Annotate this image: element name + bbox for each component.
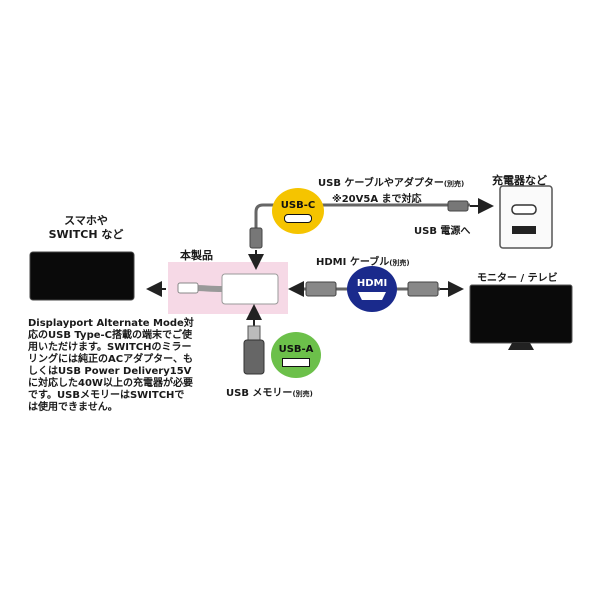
- phone-screen: [29, 251, 135, 301]
- hdmi-cable-label: HDMI ケーブル(別売): [316, 253, 410, 268]
- charger-body: [499, 185, 553, 249]
- hdmi-badge: HDMI: [347, 266, 397, 312]
- hdmi-badge-label: HDMI: [356, 278, 388, 289]
- usb-c-plug-charger: [447, 200, 469, 212]
- usb-memory-note: (別売): [292, 390, 313, 398]
- usb-c-badge-label: USB-C: [280, 199, 316, 211]
- usb-memory-label: USB メモリー(別売): [226, 384, 313, 399]
- hdmi-plug-left: [305, 281, 337, 297]
- usb-memory-plug: [247, 325, 261, 341]
- hdmi-port-icon: [358, 292, 386, 300]
- compatibility-note: Displayport Alternate Mode対応のUSB Type-C搭…: [28, 318, 194, 413]
- product-usb-c-plug: [177, 282, 199, 294]
- usb-a-badge: USB-A: [271, 332, 321, 378]
- source-device-label: スマホや SWITCH など: [36, 214, 136, 242]
- usb-c-port-icon: [284, 213, 312, 223]
- charger-label: 充電器など: [492, 174, 547, 187]
- usb-memory-text: USB メモリー: [226, 388, 293, 399]
- product-body: [221, 273, 279, 305]
- usb-c-cable-label: USB ケーブルやアダプター(別売): [318, 174, 464, 189]
- product-label: 本製品: [180, 249, 213, 262]
- product-cable: [195, 285, 223, 292]
- usb-c-cable: [254, 203, 470, 232]
- usb-memory-body: [243, 339, 265, 375]
- monitor-label: モニター / テレビ: [477, 273, 558, 284]
- source-device-label-line1: スマホや: [64, 214, 108, 227]
- usb-c-cable-text: USB ケーブルやアダプター: [318, 178, 444, 189]
- source-device-label-line2: SWITCH など: [48, 228, 124, 241]
- usb-a-badge-label: USB-A: [278, 343, 314, 355]
- usb-c-spec: ※20V5A まで対応: [332, 194, 422, 205]
- charger-usb-a-port: [512, 226, 536, 234]
- usb-a-port-icon: [282, 357, 310, 367]
- usb-c-badge: USB-C: [272, 188, 324, 234]
- hdmi-cable-note: (別売): [389, 259, 410, 267]
- usb-power-label: USB 電源へ: [414, 226, 471, 237]
- hdmi-plug-right: [407, 281, 439, 297]
- monitor-screen: [469, 284, 573, 344]
- charger-usb-c-port: [511, 204, 537, 215]
- monitor-stand: [508, 343, 534, 350]
- usb-c-cable-note: (別売): [443, 180, 465, 188]
- usb-c-plug-top: [249, 227, 263, 249]
- hdmi-cable-text: HDMI ケーブル: [316, 257, 390, 268]
